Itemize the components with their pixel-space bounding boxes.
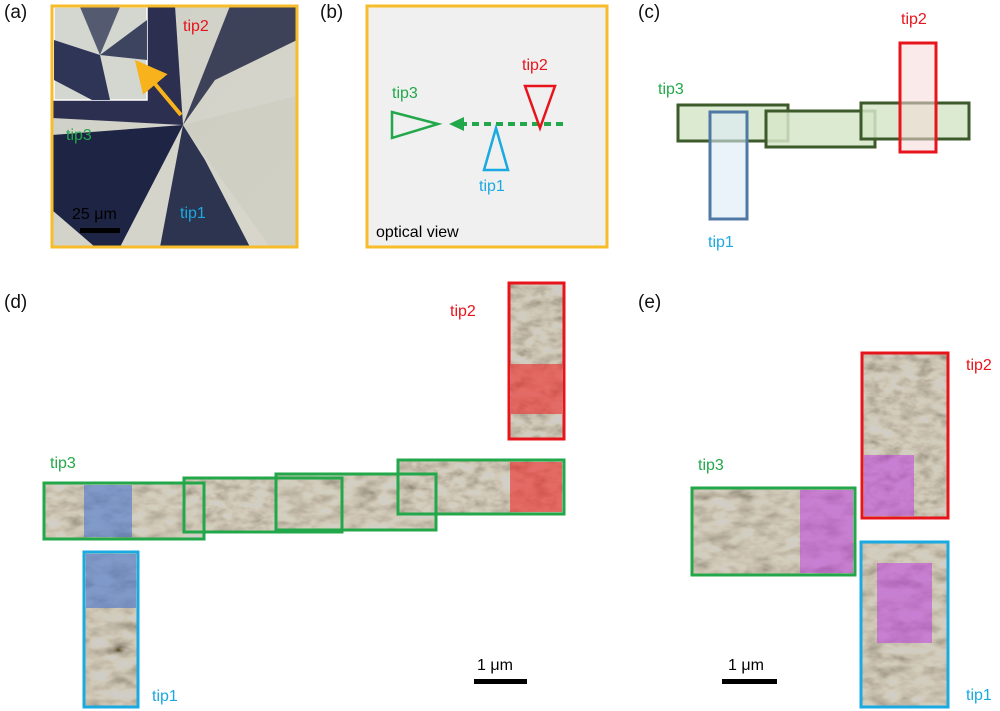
panel-d-tip1-label: tip1 xyxy=(152,688,178,705)
panel-e-tip1-label: tip1 xyxy=(966,687,992,704)
tip2-frame-d xyxy=(507,281,566,441)
panel-b-tip2-label: tip2 xyxy=(522,57,548,74)
tip3-frame-1 xyxy=(42,481,206,541)
scale-bar-d xyxy=(474,679,527,684)
panel-b-caption: optical view xyxy=(376,224,459,241)
tip2-frame-e xyxy=(860,351,950,520)
tip2-overlap-magenta xyxy=(864,455,914,516)
panel-c-label: (c) xyxy=(638,2,661,23)
tip1-frame-d xyxy=(82,550,140,709)
tip3-frame-e xyxy=(690,486,857,577)
zoom-arrow xyxy=(134,59,183,117)
dark-wedge-lower-left xyxy=(52,125,183,247)
tip2-overlap-red xyxy=(511,364,562,414)
tip1-overlap-blue xyxy=(86,554,136,608)
tip3-overlap-red xyxy=(510,462,562,512)
tip3-frame-4 xyxy=(396,458,566,516)
inset-wedge-right xyxy=(100,20,147,60)
panel-a-tip3-label: tip3 xyxy=(66,127,92,144)
panel-e-afm: 1 μm tip3 tip2 tip1 xyxy=(690,351,992,709)
panel-a-tip1-label: tip1 xyxy=(180,205,206,222)
scale-bar-e xyxy=(722,679,777,684)
tip1-marker xyxy=(482,123,510,172)
panel-b-frame xyxy=(365,4,609,249)
scale-bar-a xyxy=(80,228,120,233)
scan-path-arrowhead xyxy=(449,117,464,131)
panel-c-layout: tip3 tip2 tip1 xyxy=(658,11,971,251)
panel-e-tip3-label: tip3 xyxy=(698,457,724,474)
dark-wedge-upper-right xyxy=(183,6,297,125)
panel-c-tip2-label: tip2 xyxy=(901,11,927,28)
panel-a-scale-label: 25 μm xyxy=(72,206,117,223)
panel-c-tip1-label: tip1 xyxy=(708,234,734,251)
panel-d-label: (d) xyxy=(4,292,28,313)
panel-a-tip2-label: tip2 xyxy=(183,18,209,35)
tip1-scan xyxy=(708,110,749,221)
inset-wedge-top xyxy=(80,7,120,55)
dark-wedge-lower xyxy=(160,125,250,247)
tip3-frame-3 xyxy=(274,472,438,532)
panel-a-label: (a) xyxy=(4,2,28,23)
panel-b-schematic: tip3 tip2 tip1 optical view xyxy=(365,4,609,249)
tip1-frame-e xyxy=(859,540,950,709)
tip2-marker xyxy=(523,84,557,132)
tip3-overlap-magenta xyxy=(800,490,853,573)
panel-a-micrograph: tip2 tip3 tip1 25 μm xyxy=(50,4,299,249)
panel-e-tip2-label: tip2 xyxy=(966,357,992,374)
panel-c-tip3-label: tip3 xyxy=(658,81,684,98)
inset-wedge-left xyxy=(54,40,110,100)
panel-a-frame xyxy=(50,4,299,249)
tip2-scan xyxy=(898,41,938,154)
light-region-right xyxy=(183,95,297,247)
tip3-scan-2 xyxy=(764,109,877,149)
panel-e-label: (e) xyxy=(638,292,662,313)
tip3-overlap-blue xyxy=(84,485,132,537)
panel-d-scale-label: 1 μm xyxy=(477,657,513,674)
panel-e-scale-label: 1 μm xyxy=(728,657,764,674)
panel-d-afm: 1 μm tip3 tip2 tip1 xyxy=(42,281,566,709)
panel-b-label: (b) xyxy=(320,2,344,23)
panel-b-tip3-label: tip3 xyxy=(392,85,418,102)
tip3-marker xyxy=(390,110,443,140)
tip3-frame-2 xyxy=(182,476,344,534)
panel-b-tip1-label: tip1 xyxy=(479,178,505,195)
panel-d-tip3-label: tip3 xyxy=(50,455,76,472)
tip1-overlap-magenta xyxy=(877,563,932,643)
panel-d-tip2-label: tip2 xyxy=(450,303,476,320)
